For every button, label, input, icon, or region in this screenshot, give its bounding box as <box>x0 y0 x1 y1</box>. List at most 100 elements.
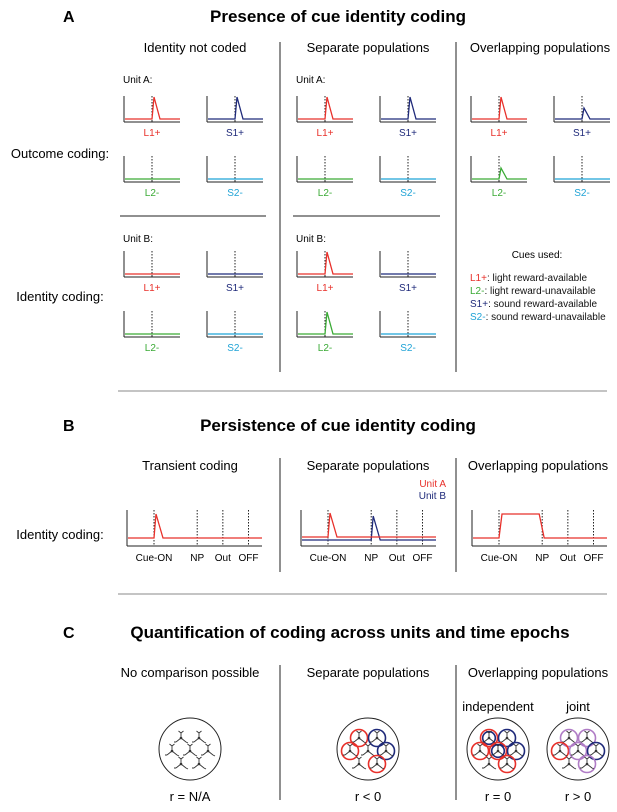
legend-unit-a: Unit A <box>419 479 446 490</box>
cue-label: S2- <box>400 188 416 199</box>
response-plot: L1+ <box>296 96 353 139</box>
cue-label: S2- <box>227 343 243 354</box>
cue-label: L2- <box>318 188 332 199</box>
response-plot: L2- <box>296 156 353 199</box>
response-plot: L2- <box>123 311 180 354</box>
coding-ring <box>497 728 517 748</box>
svg-text:L2-: light reward-unavailable: L2-: light reward-unavailable <box>470 286 596 297</box>
epoch-label: NP <box>535 553 549 564</box>
panel-c-col-2: Separate populations <box>307 665 430 680</box>
svg-text:L1+: light reward-available: L1+: light reward-available <box>470 273 587 284</box>
timeline-trace <box>128 513 262 539</box>
cue-label: L1+ <box>144 128 161 139</box>
cue-label: S2- <box>400 343 416 354</box>
response-plot: S1+ <box>206 96 263 139</box>
response-trace <box>381 96 436 120</box>
cue-label: L1+ <box>317 283 334 294</box>
coding-ring <box>490 743 506 759</box>
epoch-label: OFF <box>413 553 433 564</box>
cue-label: S1+ <box>399 283 417 294</box>
panel-b-col-1: Transient coding <box>142 458 238 473</box>
population-circle <box>158 717 222 781</box>
cue-label: L2- <box>492 188 506 199</box>
response-trace <box>472 96 527 120</box>
cue-desc-l1: : light reward-available <box>487 273 587 284</box>
cue-label: S1+ <box>573 128 591 139</box>
cue-desc-s1: : sound reward-available <box>488 299 597 310</box>
panel-a-letter: A <box>63 9 75 26</box>
epoch-label: OFF <box>239 553 259 564</box>
epoch-timeline: Cue-ON NP Out OFF <box>471 510 607 564</box>
row-label-identity: Identity coding: <box>16 289 103 304</box>
cue-code-l1: L1+ <box>470 273 487 284</box>
coding-ring <box>481 730 497 746</box>
epoch-label: Out <box>560 553 576 564</box>
response-plot: L1+ <box>470 96 527 139</box>
panel-b-col-2: Separate populations <box>307 458 430 473</box>
panel-b-title: Persistence of cue identity coding <box>200 416 476 435</box>
coding-ring <box>488 741 508 761</box>
coding-ring <box>577 728 597 748</box>
epoch-label: Cue-ON <box>481 553 518 564</box>
panel-c-col-1: No comparison possible <box>121 665 260 680</box>
cue-label: L1+ <box>491 128 508 139</box>
response-trace <box>125 96 180 120</box>
cue-label: S2- <box>227 188 243 199</box>
cue-label: L2- <box>145 343 159 354</box>
unit-a-label-2: Unit A: <box>296 75 325 86</box>
response-plot: L2- <box>296 311 353 354</box>
cues-used-title: Cues used: <box>512 250 563 261</box>
epoch-label: Out <box>389 553 405 564</box>
svg-text:S1+: sound reward-available: S1+: sound reward-available <box>470 299 597 310</box>
response-plot: L1+ <box>296 251 353 294</box>
coding-ring <box>586 741 606 761</box>
response-plot: S2- <box>379 156 436 199</box>
panel-a-col-3: Overlapping populations <box>470 40 611 55</box>
coding-ring <box>367 754 387 774</box>
legend-unit-b: Unit B <box>419 491 447 502</box>
response-trace <box>298 251 353 275</box>
cues-used-item: L1+: light reward-available L2-: light r… <box>470 273 606 323</box>
cue-code-s2: S2- <box>470 312 486 323</box>
response-plot: L2- <box>470 156 527 199</box>
response-plot: S2- <box>206 311 263 354</box>
unit-b-label-2: Unit B: <box>296 234 326 245</box>
coding-ring <box>479 728 499 748</box>
panel-c-title: Quantification of coding across units an… <box>130 623 569 642</box>
coding-ring <box>340 741 360 761</box>
r-label-negative: r < 0 <box>355 789 381 804</box>
r-label-na: r = N/A <box>170 789 211 804</box>
cue-label: L2- <box>145 188 159 199</box>
panel-a-col-1: Identity not coded <box>144 40 247 55</box>
panel-b-letter: B <box>63 418 75 435</box>
svg-text:S2-: sound reward-unavailable: S2-: sound reward-unavailable <box>470 312 606 323</box>
timeline-trace <box>302 512 436 538</box>
response-plot: L2- <box>123 156 180 199</box>
panel-a-title: Presence of cue identity coding <box>210 7 466 26</box>
population-circle <box>546 717 610 781</box>
epoch-label: Cue-ON <box>136 553 173 564</box>
cue-label: L2- <box>318 343 332 354</box>
cue-code-s1: S1+ <box>470 299 488 310</box>
timeline-trace <box>302 515 436 541</box>
cue-label: S1+ <box>399 128 417 139</box>
panel-a-col-2: Separate populations <box>307 40 430 55</box>
unit-b-label-1: Unit B: <box>123 234 153 245</box>
epoch-label: NP <box>364 553 378 564</box>
epoch-label: NP <box>190 553 204 564</box>
epoch-label: OFF <box>584 553 604 564</box>
response-plot: S1+ <box>379 251 436 294</box>
response-plot: S1+ <box>206 251 263 294</box>
coding-ring <box>349 728 369 748</box>
response-plot: S2- <box>553 156 610 199</box>
cue-code-l2: L2- <box>470 286 484 297</box>
r-label-zero: r = 0 <box>485 789 511 804</box>
panel-a-plots: L1+ S1+ L2- S2- L1+ S1+ L2- S2- L1+ S1+ L2- S2- L1+ S… <box>123 96 610 354</box>
row-label-outcome: Outcome coding: <box>11 146 109 161</box>
cue-label: S1+ <box>226 283 244 294</box>
unit-a-label-1: Unit A: <box>123 75 152 86</box>
response-trace <box>208 96 263 120</box>
